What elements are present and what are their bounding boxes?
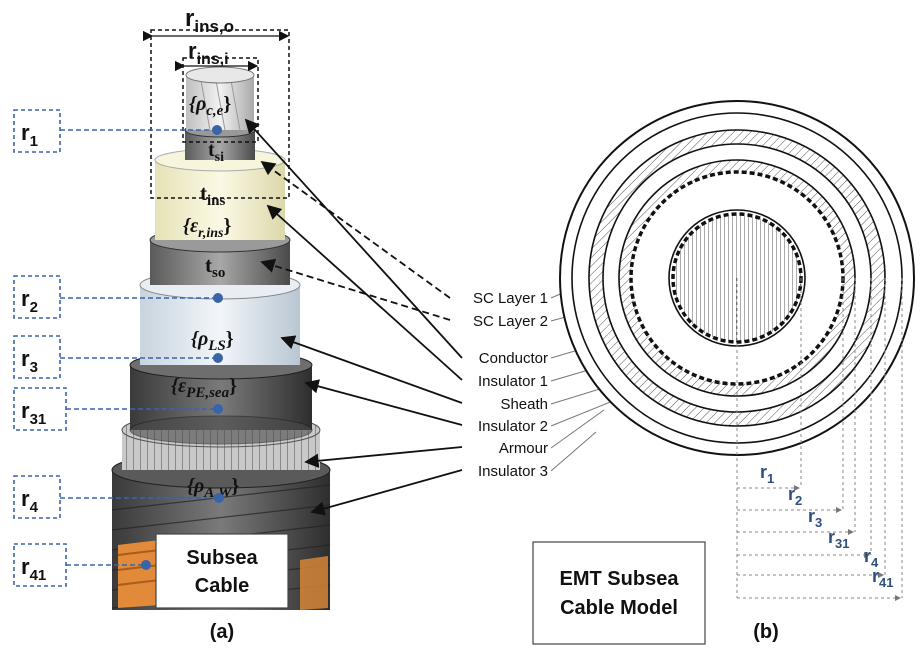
- copper-layer: [117, 540, 328, 610]
- param-eps-pesea: {εPE,sea}: [171, 375, 237, 401]
- svg-text:r3: r3: [808, 506, 822, 530]
- radius-box-r2: r2: [13, 275, 223, 319]
- callout-armour: Armour: [499, 440, 548, 457]
- radius-arrows: [737, 485, 901, 601]
- svg-text:r4: r4: [21, 486, 39, 516]
- radius-box-r4: r4: [13, 475, 224, 519]
- rins-o-bracket: [150, 29, 290, 199]
- callout-arrows: [244, 118, 463, 516]
- radius-labels-b: r1 r2 r3 r31 r4 r41: [760, 462, 893, 590]
- param-tso: tso: [205, 253, 225, 281]
- param-rho-ls: {ρLS}: [191, 328, 234, 354]
- svg-text:r1: r1: [21, 120, 38, 150]
- svg-text:r2: r2: [788, 484, 802, 508]
- svg-text:r41: r41: [21, 554, 46, 584]
- svg-text:r3: r3: [21, 346, 38, 376]
- callout-conductor: Conductor: [479, 350, 548, 367]
- panel-b-label: (b): [753, 621, 779, 643]
- svg-text:r31: r31: [21, 398, 46, 428]
- callout-sc-layer-2: SC Layer 2: [473, 313, 548, 330]
- svg-text:EMT Subsea: EMT Subsea: [560, 568, 680, 590]
- svg-text:Cable Model: Cable Model: [560, 597, 678, 619]
- callout-labels: SC Layer 1 SC Layer 2 Conductor Insulato…: [473, 290, 548, 480]
- svg-text:r4: r4: [864, 546, 879, 570]
- radius-box-r31: r31: [13, 387, 223, 431]
- rins-o-label: rins,o: [185, 5, 234, 36]
- callout-insulator-1: Insulator 1: [478, 373, 548, 390]
- svg-text:Cable: Cable: [195, 575, 249, 597]
- emt-model-caption: EMT Subsea Cable Model: [532, 541, 706, 645]
- svg-text:r1: r1: [760, 462, 774, 486]
- rins-i-label: rins,i: [188, 38, 229, 68]
- param-eps-rins: {εr,ins}: [183, 215, 231, 241]
- callout-sheath: Sheath: [500, 396, 548, 413]
- callout-insulator-2: Insulator 2: [478, 418, 548, 435]
- param-rho-ce: {ρc,e}: [189, 93, 231, 119]
- callout-insulator-3: Insulator 3: [478, 463, 548, 480]
- radius-box-r41: r41: [13, 543, 151, 587]
- svg-text:r41: r41: [872, 566, 893, 590]
- svg-text:Subsea: Subsea: [186, 547, 258, 569]
- subsea-cable-caption: Subsea Cable: [155, 533, 289, 609]
- panel-a-label: (a): [210, 621, 234, 643]
- radius-box-r3: r3: [13, 335, 223, 379]
- rins-i-bracket: [182, 57, 259, 143]
- param-rho-aw: {ρA,W}: [187, 475, 239, 501]
- param-tsi: tsi: [208, 139, 224, 165]
- radius-box-r1: r1: [13, 109, 222, 153]
- svg-text:r31: r31: [828, 527, 849, 551]
- param-tins: tins: [200, 181, 226, 209]
- radius-boxes: r1 r2 r3 r31 r4: [13, 109, 224, 587]
- svg-text:r2: r2: [21, 286, 38, 316]
- radius-drop-lines: [736, 278, 903, 598]
- callout-sc-layer-1: SC Layer 1: [473, 290, 548, 307]
